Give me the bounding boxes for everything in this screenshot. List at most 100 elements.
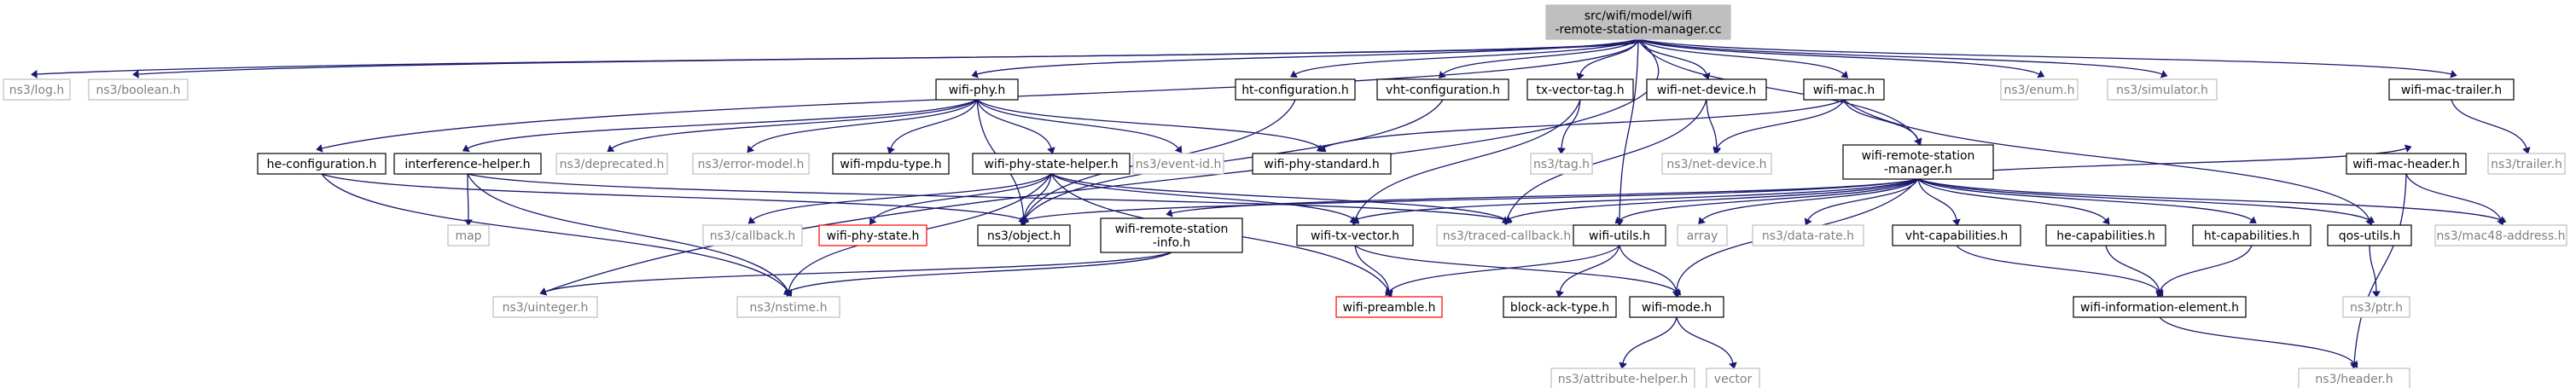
node-wifi-mac-h[interactable]: wifi-mac.h [1803,78,1885,101]
node-vht-configuration-h[interactable]: vht-configuration.h [1376,78,1509,101]
node-ns3-log-h[interactable]: ns3/log.h [3,78,71,101]
arrowhead-n3-to-n16 [887,147,895,154]
node-label: ns3/boolean.h [96,84,180,97]
edge-n0-to-n3 [976,38,1639,75]
node-wifi-information-element-h[interactable]: wifi-information-element.h [2073,296,2247,318]
edge-n22-to-n35 [1917,178,1957,221]
node-box [1803,78,1885,101]
node-wifi-tx-vector-h[interactable]: wifi-tx-vector.h [1296,224,1414,246]
edge-n6-to-n30 [1354,99,1581,221]
node-wifi-mpdu-type-h[interactable]: wifi-mpdu-type.h [832,153,950,175]
node-label: wifi-net-device.h [1657,84,1757,97]
node-box [2298,368,2410,388]
node-label: wifi-tx-vector.h [1311,229,1399,243]
node-ns3-traced-callback-h[interactable]: ns3/traced-callback.h [1436,224,1578,246]
node-box [2388,78,2515,101]
node-he-configuration-h[interactable]: he-configuration.h [257,153,387,175]
arrowhead-n17-to-n26 [747,216,756,224]
node-he-capabilities-h[interactable]: he-capabilities.h [2045,224,2166,246]
node-label: ns3/event-id.h [1136,158,1222,171]
node-wifi-mac-trailer-h[interactable]: wifi-mac-trailer.h [2388,78,2515,101]
node-box [88,78,189,101]
node-map[interactable]: map [447,224,490,246]
node-ns3-nstime-h[interactable]: ns3/nstime.h [736,296,840,318]
node-box [832,153,950,175]
node-box [702,224,803,246]
node-wifi-remote-station-manager-h[interactable]: wifi-remote-station-manager.h [1842,144,1994,180]
node-ns3-object-h[interactable]: ns3/object.h [977,224,1071,246]
node-box [1376,78,1509,101]
node-box [1842,144,1994,180]
node-wifi-phy-state-h[interactable]: wifi-phy-state.h [818,224,927,246]
node-wifi-phy-state-helper-h[interactable]: wifi-phy-state-helper.h [972,153,1131,175]
edge-n6-to-n20 [1561,99,1581,149]
node-ht-capabilities-h[interactable]: ht-capabilities.h [2192,224,2311,246]
edge-n3-to-n13 [467,99,978,149]
node-label: -remote-station-manager.cc [1555,23,1721,37]
edge-n17-to-n26 [752,173,1052,221]
node-box [1573,224,1666,246]
node-ns3-tag-h[interactable]: ns3/tag.h [1530,153,1593,175]
arrowhead-n22-to-n31 [1501,216,1509,224]
node-array[interactable]: array [1677,224,1728,246]
arrowhead-n3-to-n15 [747,145,755,153]
node-qos-utils-h[interactable]: qos-utils.h [2327,224,2412,246]
node-box [2192,224,2311,246]
node-block-ack-type-h[interactable]: block-ack-type.h [1503,296,1617,318]
node-wifi-net-device-h[interactable]: wifi-net-device.h [1646,78,1767,101]
node-wifi-utils-h[interactable]: wifi-utils.h [1573,224,1666,246]
node-label: src/wifi/model/wifi [1585,9,1693,23]
node-src-wifi-model-wifi-remote-station-manager-cc[interactable]: src/wifi/model/wifi-remote-station-manag… [1545,4,1731,40]
node-wifi-phy-h[interactable]: wifi-phy.h [935,78,1019,101]
node-ns3-simulator-h[interactable]: ns3/simulator.h [2107,78,2218,101]
node-box [1646,78,1767,101]
node-label: wifi-mac.h [1813,84,1875,97]
node-label: ht-capabilities.h [2204,229,2300,243]
node-label: ns3/net-device.h [1666,158,1766,171]
node-ns3-ptr-h[interactable]: ns3/ptr.h [2342,296,2410,318]
node-ns3-callback-h[interactable]: ns3/callback.h [702,224,803,246]
node-vht-capabilities-h[interactable]: vht-capabilities.h [1892,224,2021,246]
node-ns3-data-rate-h[interactable]: ns3/data-rate.h [1752,224,1864,246]
arrowhead-n22-to-n29 [1166,209,1173,217]
node-ns3-mac48-address-h[interactable]: ns3/mac48-address.h [2434,224,2567,246]
node-box [492,296,598,318]
node-label: vht-configuration.h [1386,84,1500,97]
edge-n0-to-n11 [1637,38,2452,75]
node-ns3-enum-h[interactable]: ns3/enum.h [2000,78,2079,101]
node-ns3-trailer-h[interactable]: ns3/trailer.h [2487,153,2566,175]
node-ht-configuration-h[interactable]: ht-configuration.h [1235,78,1356,101]
node-ns3-attribute-helper-h[interactable]: ns3/attribute-helper.h [1550,368,1695,388]
node-label: ns3/ptr.h [2350,301,2403,315]
node-ns3-uinteger-h[interactable]: ns3/uinteger.h [492,296,598,318]
edge-n22-to-n37 [1917,178,2253,221]
node-box [555,153,668,175]
node-label: wifi-preamble.h [1342,301,1435,315]
node-label: interference-helper.h [404,158,530,171]
node-label: ns3/mac48-address.h [2437,229,2566,243]
node-wifi-phy-standard-h[interactable]: wifi-phy-standard.h [1252,153,1392,175]
node-wifi-preamble-h[interactable]: wifi-preamble.h [1335,296,1443,318]
node-label: he-configuration.h [267,158,377,171]
arrowhead-n22-to-n30 [1349,216,1358,224]
node-label: he-capabilities.h [2056,229,2154,243]
node-wifi-mac-header-h[interactable]: wifi-mac-header.h [2346,153,2467,175]
node-wifi-mode-h[interactable]: wifi-mode.h [1629,296,1724,318]
node-ns3-error-model-h[interactable]: ns3/error-model.h [692,153,810,175]
arrowhead-n6-to-n20 [1557,148,1566,154]
node-ns3-net-device-h[interactable]: ns3/net-device.h [1661,153,1772,175]
node-ns3-header-h[interactable]: ns3/header.h [2298,368,2410,388]
node-label: ns3/simulator.h [2116,84,2208,97]
edge-n3-to-n14 [611,99,978,149]
node-tx-vector-tag-h[interactable]: tx-vector-tag.h [1526,78,1634,101]
node-ns3-event-id-h[interactable]: ns3/event-id.h [1132,153,1224,175]
node-wifi-remote-station-info-h[interactable]: wifi-remote-station-info.h [1100,217,1243,253]
node-interference-helper-h[interactable]: interference-helper.h [393,153,542,175]
arrowhead-n13-to-n25 [464,219,473,226]
node-ns3-boolean-h[interactable]: ns3/boolean.h [88,78,189,101]
node-ns3-deprecated-h[interactable]: ns3/deprecated.h [555,153,668,175]
node-label: wifi-phy-standard.h [1264,158,1379,171]
node-box [736,296,840,318]
node-vector[interactable]: vector [1706,368,1760,388]
arrowhead-n32-to-n43 [1555,290,1564,298]
